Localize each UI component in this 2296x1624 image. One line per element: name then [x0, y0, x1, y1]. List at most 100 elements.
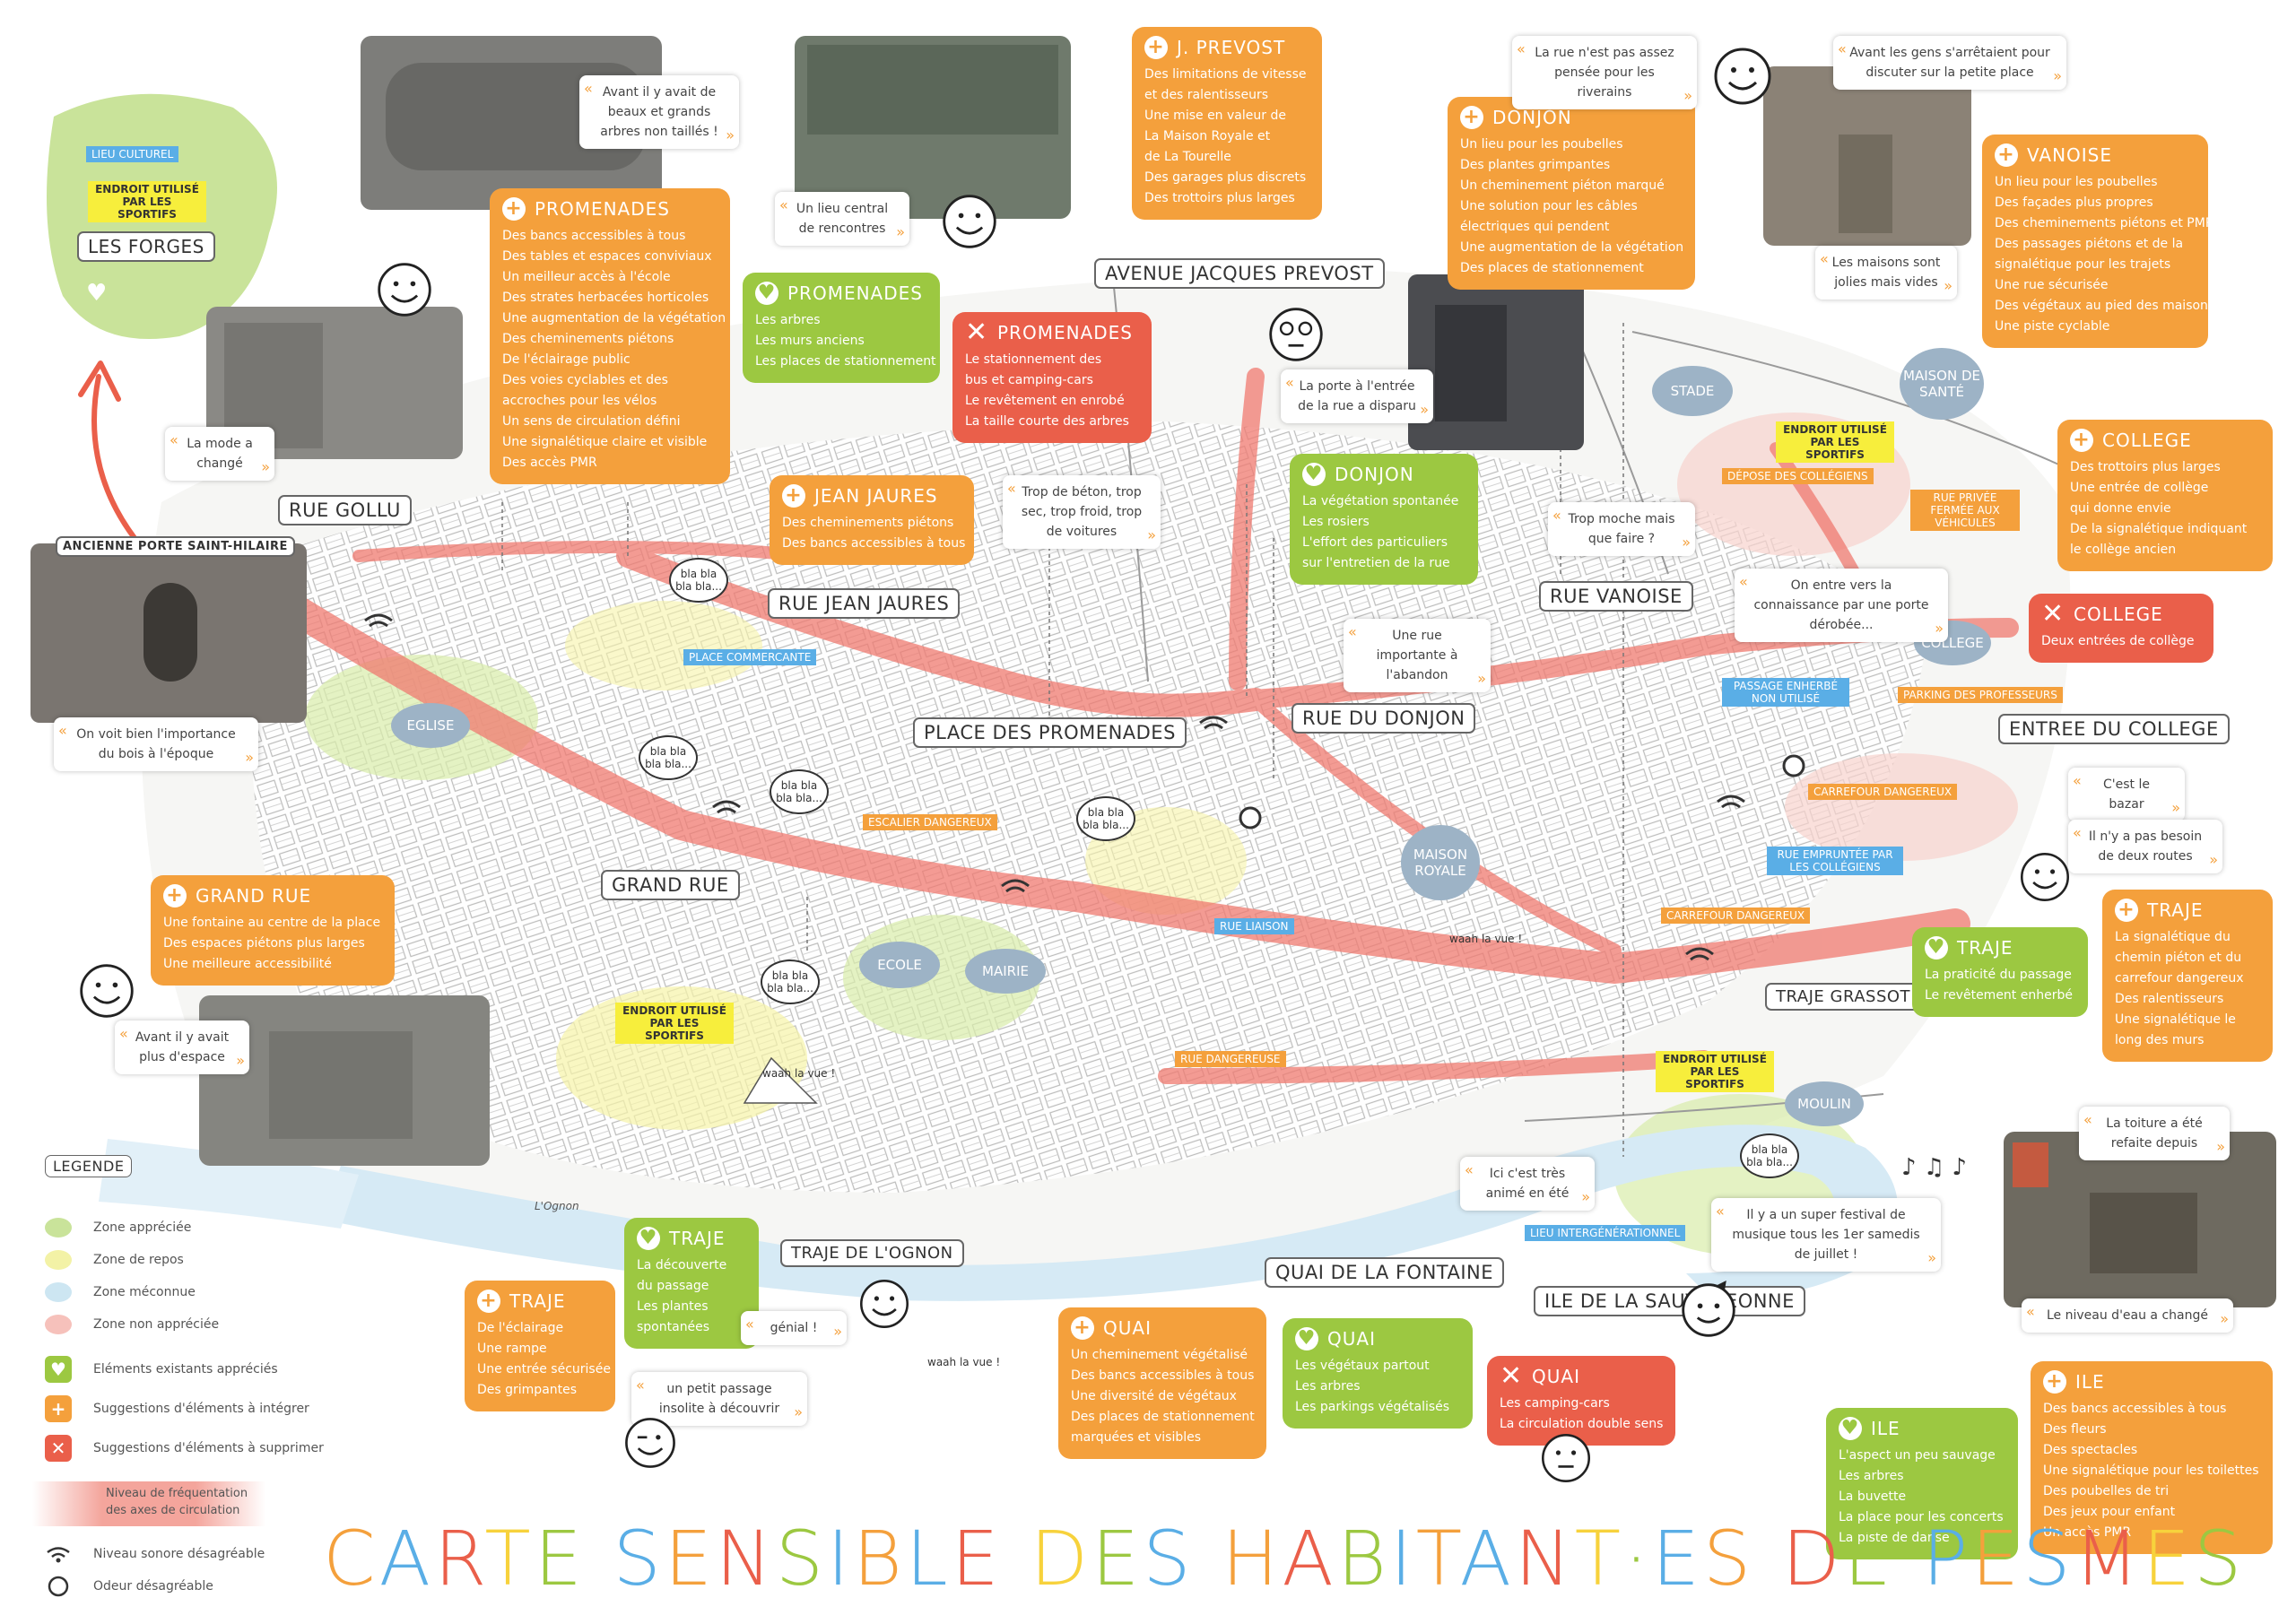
card-item: Des passages piétons et de la	[1995, 237, 2184, 251]
street-rue-gollu: RUE GOLLU	[278, 495, 412, 525]
card-item: Des grimpantes	[477, 1383, 578, 1397]
title-letter: L	[905, 1515, 952, 1602]
smell-icon	[1239, 806, 1262, 829]
card-item: Un cheminement végétalisé	[1071, 1348, 1248, 1362]
river-label: L'Ognon	[535, 1200, 579, 1212]
legend-zone-appreciee: Zone appréciée	[45, 1218, 191, 1238]
card-item: Des plantes grimpantes	[1460, 158, 1611, 172]
quote: Une rue importante à l'abandon	[1344, 619, 1491, 692]
card-item: Des bancs accessibles à tous	[782, 536, 966, 551]
plus-icon: +	[1144, 36, 1168, 59]
heart-icon: ♥	[755, 282, 778, 305]
card-item: De la signalétique indiquant	[2070, 522, 2248, 536]
card-item: L'aspect un peu sauvage	[1839, 1448, 1996, 1463]
quote: Trop moche mais que faire ?	[1548, 502, 1695, 556]
cross-icon: ✕	[964, 317, 989, 348]
swatch-yellow	[45, 1250, 72, 1270]
quote: génial !	[741, 1311, 847, 1345]
waah-label: waah la vue !	[762, 1067, 836, 1080]
title-letter: E	[1843, 1515, 1895, 1602]
card-item: Des végétaux au pied des maisons	[1995, 299, 2215, 313]
photo-donjon	[1408, 274, 1584, 450]
legend-zone-repos: Zone de repos	[45, 1250, 184, 1270]
card-item: électriques qui pendent	[1460, 220, 1610, 234]
heart-icon: ♥	[1302, 463, 1326, 486]
waah-label: waah la vue !	[1449, 933, 1523, 945]
card-item: Une rue sécurisée	[1995, 278, 2109, 292]
title-letter	[1895, 1515, 1923, 1602]
legend-sonore: Niveau sonore désagréable	[45, 1544, 265, 1564]
title-letter: P	[1922, 1515, 1972, 1602]
card-item: marquées et visibles	[1071, 1430, 1202, 1445]
title-letter	[1195, 1515, 1222, 1602]
title-letter: I	[1389, 1515, 1416, 1602]
title-letter: S	[2022, 1515, 2074, 1602]
card-item: Les plantes	[637, 1299, 709, 1314]
card-item: La taille courte des arbres	[965, 414, 1129, 429]
street-traje-grassot: TRAJE GRASSOT	[1765, 983, 1922, 1011]
card-item: Une signalétique le	[2115, 1012, 2236, 1027]
title-letter: T	[1574, 1515, 1625, 1602]
title-letter: A	[378, 1515, 435, 1602]
chatter-bubble: bla bla bla bla...	[669, 558, 728, 603]
heart-icon: ♥	[86, 280, 108, 307]
plus-icon: +	[2070, 429, 2093, 452]
tag-lieu-intergenerationnel: LIEU INTERGÉNÉRATIONNEL	[1525, 1225, 1686, 1241]
pin-maison-royale: MAISON ROYALE	[1401, 825, 1480, 900]
plus-icon: +	[163, 884, 187, 908]
title-letter: C	[323, 1515, 379, 1602]
tag-sportifs-1: ENDROIT UTILISÉ PAR LES SPORTIFS	[1776, 421, 1894, 463]
plus-icon: +	[45, 1395, 72, 1422]
tag-escalier-dangereux: ESCALIER DANGEREUX	[863, 814, 997, 830]
card-item: Les places de stationnement	[755, 354, 936, 369]
tag-carrefour-dangereux-1: CARREFOUR DANGEREUX	[1808, 784, 1958, 800]
title-letter: E	[1091, 1515, 1144, 1602]
chatter-bubble: bla bla bla bla...	[770, 769, 829, 814]
card-item: Les arbres	[1295, 1379, 1361, 1394]
card-item: Des bancs accessibles à tous	[2043, 1402, 2227, 1416]
smiley-icon	[378, 263, 431, 317]
photo-vanoise	[1763, 66, 1971, 246]
chatter-bubble: bla bla bla bla...	[639, 735, 698, 780]
title-letter: S	[775, 1515, 828, 1602]
zone-red	[1785, 753, 2018, 861]
card-item: Des places de stationnement	[1071, 1410, 1255, 1424]
swatch-green	[45, 1218, 72, 1238]
card-item: Une entrée sécurisée	[477, 1362, 611, 1376]
zone-yellow	[565, 601, 762, 690]
plus-icon: +	[782, 484, 805, 508]
title-letter: E	[2142, 1515, 2195, 1602]
street-entree-du-college: ENTREE DU COLLEGE	[1998, 714, 2230, 744]
card-item: La praticité du passage	[1925, 968, 2072, 982]
title-letter: N	[715, 1515, 776, 1602]
smell-icon	[48, 1576, 69, 1597]
smiley-icon	[80, 964, 134, 1018]
card-item: Les rosiers	[1302, 515, 1370, 529]
title-letter: T	[484, 1515, 535, 1602]
photo-moulin	[2004, 1132, 2276, 1307]
card-item: Une diversité de végétaux	[1071, 1389, 1237, 1403]
legend-existants: ♥Eléments existants appréciés	[45, 1356, 278, 1383]
street-rue-jean-jaures: RUE JEAN JAURES	[768, 588, 961, 619]
title-letter: D	[1781, 1515, 1844, 1602]
quote: Le niveau d'eau a changé	[2022, 1298, 2233, 1333]
street-ancienne-porte: ANCIENNE PORTE SAINT-HILAIRE	[56, 536, 295, 557]
title-letter: M	[2074, 1515, 2143, 1602]
quote: Avant les gens s'arrêtaient pour discute…	[1833, 36, 2066, 90]
card-promenades-suggestions: +PROMENADES Des bancs accessibles à tous…	[490, 188, 730, 484]
card-item: La découverte	[637, 1258, 727, 1272]
title-letter: A	[1282, 1515, 1337, 1602]
card-item: La circulation double sens	[1500, 1417, 1664, 1431]
photo-porte-saint-hilaire	[30, 543, 307, 723]
heart-icon: ♥	[45, 1356, 72, 1383]
quote: La mode a changé	[165, 427, 274, 481]
card-item: Les arbres	[1839, 1469, 1904, 1483]
card-item: chemin piéton et du	[2115, 951, 2242, 965]
